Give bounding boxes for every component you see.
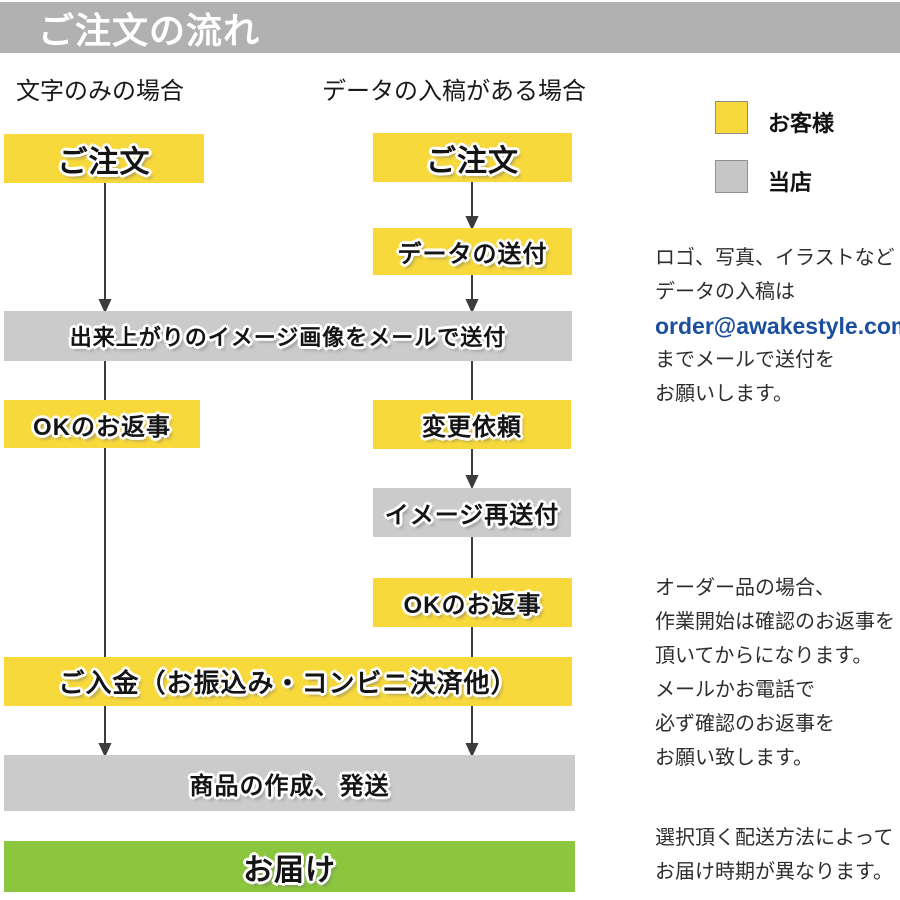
email-link[interactable]: order@awakestyle.com [655,313,900,339]
legend-customer-label: お客様 [768,111,835,136]
flow-box-ok-reply-left: OKのお返事 [4,400,200,448]
header-bar: ご注文の流れ [0,2,900,53]
note-line: データの入稿は [655,281,795,303]
arrowhead-production-right [465,743,479,758]
note-line: 頂いてからになります。 [655,645,873,667]
arrowhead-image-send-left [98,299,112,314]
arrowhead-image-send-right [465,299,479,314]
legend-shop-swatch [715,160,748,193]
flow-box-payment: ご入金（お振込み・コンビニ決済他） [4,657,572,706]
arrowhead-image-resend [465,475,479,490]
flow-box-order-left: ご注文 [4,134,204,183]
arrowhead-data-send [465,216,479,231]
flow-box-image-send: 出来上がりのイメージ画像をメールで送付 [4,311,572,361]
flow-box-change-request: 変更依頼 [373,400,571,449]
note-line: までメールで送付を [655,349,835,371]
flow-box-production: 商品の作成、発送 [4,755,575,811]
note-line: メールかお電話で [655,679,815,701]
note-line: オーダー品の場合、 [655,577,835,599]
flow-box-delivery: お届け [4,841,575,892]
flow-box-data-send: データの送付 [373,228,572,275]
column-label-with-data: データの入稿がある場合 [322,78,586,105]
arrowhead-production-left [98,743,112,758]
flow-box-image-resend: イメージ再送付 [373,488,571,537]
note-line: 必ず確認のお返事を [655,713,835,735]
page-title: ご注文の流れ [38,9,261,51]
note-confirmation: オーダー品の場合、 作業開始は確認のお返事を 頂いてからになります。 メールかお… [655,571,895,775]
column-label-text-only: 文字のみの場合 [16,78,184,105]
note-line: お願い致します。 [655,747,813,769]
note-line: お届け時期が異なります。 [655,861,893,883]
flow-box-order-right: ご注文 [373,133,572,182]
note-line: お願いします。 [655,383,793,405]
flow-connectors [98,182,479,758]
note-data-submission: ロゴ、写真、イラストなど データの入稿は order@awakestyle.co… [655,241,900,411]
flow-box-ok-reply-right: OKのお返事 [373,578,572,627]
legend-shop-label: 当店 [768,170,813,195]
note-line: ロゴ、写真、イラストなど [655,247,895,269]
note-line: 作業開始は確認のお返事を [655,611,895,633]
note-line: 選択頂く配送方法によって [655,827,894,849]
legend-customer-swatch [715,101,748,134]
note-delivery-timing: 選択頂く配送方法によって お届け時期が異なります。 [655,821,893,889]
